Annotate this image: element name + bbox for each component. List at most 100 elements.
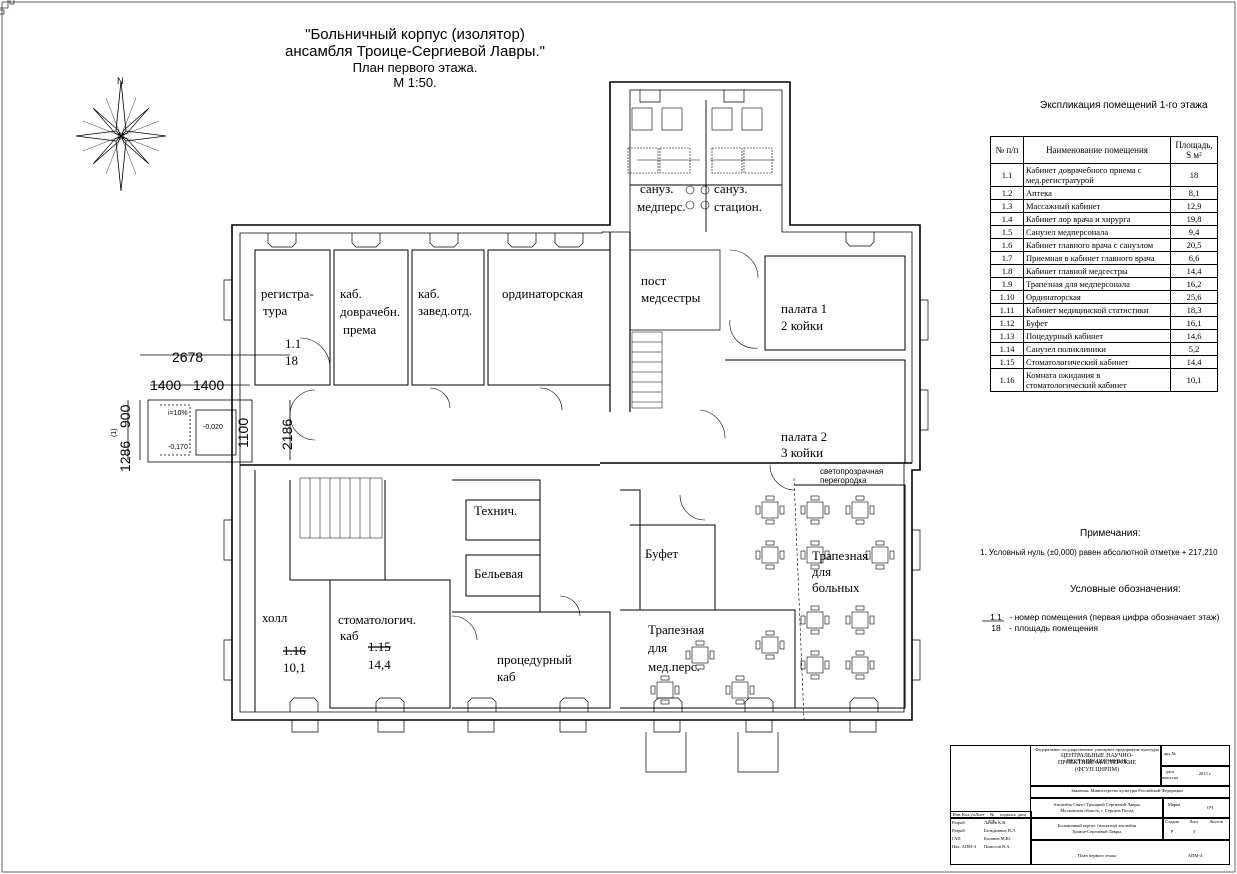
- stamp-date-label: дата выпуска: [1162, 769, 1178, 780]
- staircase: [299, 331, 663, 539]
- stamp-header: дата: [1017, 812, 1027, 817]
- table-cell-area: 14,4: [1170, 264, 1218, 278]
- table-cell-area: 14,6: [1170, 329, 1218, 343]
- table-cell-num: 1.8: [990, 264, 1024, 278]
- table-cell-name: Массажный кабинет: [1023, 199, 1171, 213]
- table-cell-num: 1.1: [990, 163, 1024, 187]
- table-cell-num: 1.9: [990, 277, 1024, 291]
- column-header: № п/п: [990, 136, 1024, 164]
- room-number: 1.1: [285, 336, 301, 351]
- stamp-customer: Заказчик: Министерство культуры Российск…: [1071, 788, 1183, 793]
- room-label: Трапезная: [648, 622, 704, 637]
- stamp-org-3: ПРОЕКТНЫЕ МАСТЕРСКИЕ: [1057, 760, 1137, 766]
- room-label: каб: [340, 628, 359, 643]
- table-cell-area: 20,5: [1170, 238, 1218, 252]
- column-header: Наименование помещения: [1023, 136, 1171, 164]
- table-cell-area: 6,6: [1170, 251, 1218, 265]
- room-label: мед.перс.: [648, 659, 700, 674]
- legend-title: Условные обозначения:: [1070, 584, 1181, 595]
- stamp-header: подпись: [1000, 812, 1016, 817]
- table-cell-name: Санузел медперсонала: [1023, 225, 1171, 239]
- table-cell-num: 1.2: [990, 186, 1024, 200]
- table-header: № п/п Наименование помещения Площадь,S м…: [990, 136, 1218, 164]
- room-area: 18: [285, 353, 298, 368]
- door-swings: [289, 249, 796, 641]
- stamp-sheets-label: Листов: [1209, 819, 1223, 824]
- stamp-mark-label: Марка: [1167, 802, 1181, 807]
- table-cell-name: Стоматологический кабинет: [1023, 355, 1171, 369]
- explication-title: Экспликация помещений 1-го этажа: [1040, 100, 1208, 111]
- room-label: медперс.: [637, 199, 686, 214]
- room-label: каб.: [418, 286, 440, 301]
- partition-label: перегородка: [820, 476, 867, 485]
- explication-table: № п/п Наименование помещения Площадь,S м…: [990, 136, 1218, 392]
- table-cell-name: Кабинет главного врача с санузлом: [1023, 238, 1171, 252]
- stamp-stage-label: Стадия: [1165, 819, 1179, 824]
- level-mark-2: -0,170: [168, 444, 188, 451]
- dim-2186: 2186: [279, 419, 295, 450]
- window-niches: [223, 90, 929, 773]
- table-cell-num: 1.11: [990, 303, 1024, 317]
- legend-row: 1.1 - номер помещения (первая цифра обоз…: [985, 612, 1219, 622]
- table-cell-num: 1.10: [990, 290, 1024, 304]
- table-cell-area: 16,2: [1170, 277, 1218, 291]
- room-label: каб: [497, 669, 516, 684]
- stamp-person: Бельдивнов Н.Э.: [984, 828, 1017, 833]
- stamp-sheet-label: Лист: [1189, 819, 1199, 824]
- room-label: палата 2: [781, 429, 827, 444]
- dim-1286: 1286: [117, 441, 133, 472]
- stamp-header: Изм.: [952, 812, 962, 817]
- room-label: Бельевая: [474, 566, 523, 581]
- room-label: 3 койки: [781, 445, 823, 460]
- table-cell-name: Буфет: [1023, 316, 1171, 330]
- stamp-plan: План первого этажа: [1077, 853, 1117, 858]
- room-label: медсестры: [641, 290, 701, 305]
- table-cell-name: Санузел поликлиники: [1023, 342, 1171, 356]
- table-cell-name: Ординаторская: [1023, 290, 1171, 304]
- stamp-role: ГАП: [952, 836, 961, 841]
- table-cell-area: 8,1: [1170, 186, 1218, 200]
- room-area: 14,4: [368, 657, 391, 672]
- title-block: Федеральное государственное унитарное пр…: [950, 745, 1230, 865]
- compass-north-label: N: [117, 76, 124, 86]
- drawing-title: "Больничный корпус (изолятор) ансамбля Т…: [250, 26, 580, 90]
- stamp-header: № док.: [988, 812, 996, 823]
- dim-2678: 2678: [172, 349, 203, 365]
- room-label: стацион.: [714, 199, 762, 214]
- table-cell-area: 14,4: [1170, 355, 1218, 369]
- column-header: Площадь,S м²: [1170, 136, 1218, 164]
- stamp-org-1: Федеральное государственное унитарное пр…: [1035, 747, 1159, 752]
- table-cell-name: Приемная в кабинет главного врача: [1023, 251, 1171, 265]
- stamp-role: Разраб.: [952, 828, 966, 833]
- table-cell-num: 1.15: [990, 355, 1024, 369]
- stamp-building-1: Больничный корпус (изолятор) ансамбля: [1057, 823, 1137, 828]
- table-cell-name: Поцедурный кабинет: [1023, 329, 1171, 343]
- stamp-header: Кол.уч.: [962, 812, 976, 817]
- stamp-mark: ОЧ: [1206, 805, 1214, 810]
- stamp-person: Казанов М.Ю.: [984, 836, 1012, 841]
- toilet-fixtures: [627, 107, 773, 210]
- stamp-year: 2015 г.: [1198, 771, 1212, 776]
- legend-description: - номер помещения (первая цифра обознача…: [1009, 612, 1220, 622]
- notes-text: 1. Условный нуль (±0,000) равен абсолютн…: [980, 548, 1218, 557]
- room-label: Буфет: [645, 546, 679, 561]
- table-cell-area: 25,6: [1170, 290, 1218, 304]
- room-number: 1.15: [368, 639, 391, 654]
- interior-walls: [240, 100, 912, 712]
- room-label: према: [343, 322, 376, 337]
- room-area: 10,1: [283, 660, 306, 675]
- stamp-role: Разраб.: [952, 820, 966, 825]
- stamp-role: Нач. АПМ-4: [952, 844, 976, 849]
- dim-1100: 1100: [235, 418, 251, 448]
- stamp-building-2: Троице-Сергиевой Лавры.: [1071, 829, 1123, 834]
